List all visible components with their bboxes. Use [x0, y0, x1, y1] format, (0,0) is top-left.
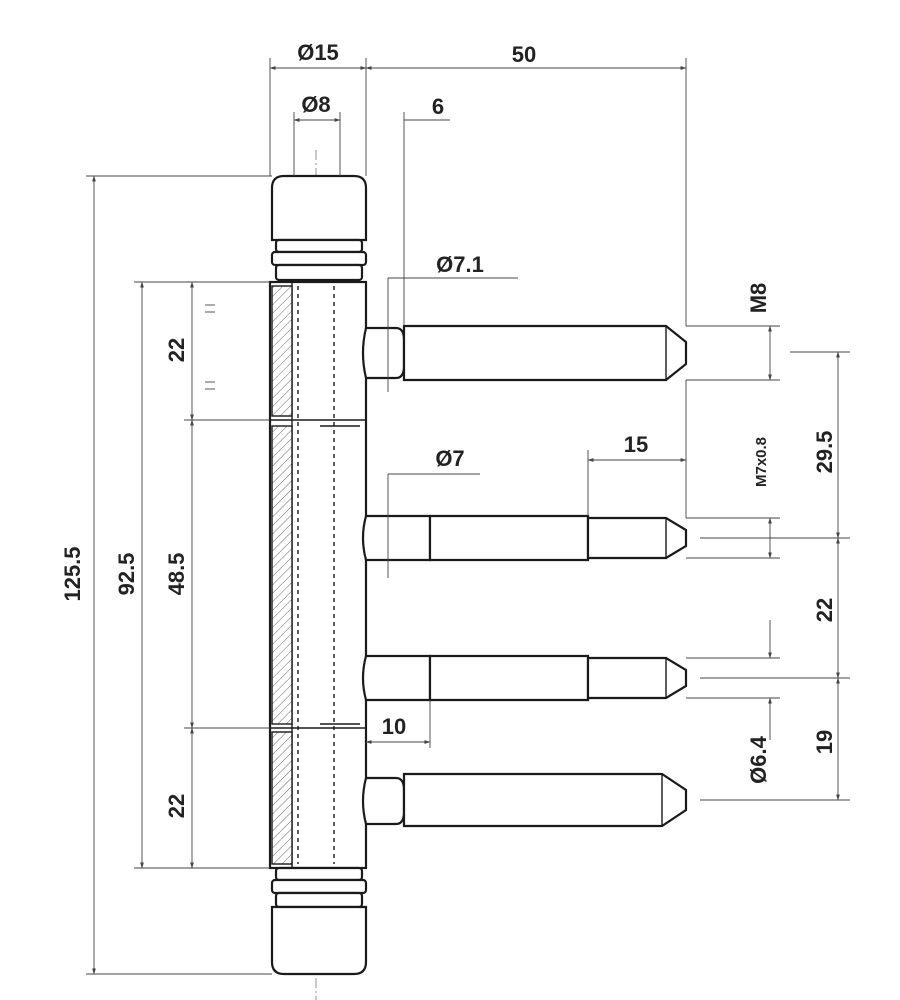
- bottom-cap: [270, 905, 368, 976]
- label-thread-mid: M7x0.8: [753, 437, 770, 487]
- label-pin-bottom-diameter: Ø6.4: [746, 735, 771, 783]
- top-collar-2: [270, 250, 368, 267]
- label-total-length: 50: [512, 42, 536, 67]
- label-spacing-3: 19: [812, 730, 837, 754]
- label-spacing-2: 22: [812, 598, 837, 622]
- label-pin2-diameter: Ø7: [435, 446, 464, 471]
- top-collar-3: [274, 263, 364, 282]
- label-shoulder: 10: [382, 714, 406, 739]
- hatch-mid: [271, 425, 293, 725]
- label-top-leaf: 22: [164, 338, 189, 362]
- label-spacing-1: 29.5: [812, 431, 837, 474]
- bottom-collar-2: [270, 878, 368, 895]
- pin-3: [361, 654, 688, 702]
- label-thread-length: 15: [624, 432, 648, 457]
- pin-2: [361, 514, 688, 562]
- label-hinge-height: 92.5: [114, 553, 139, 596]
- label-pin-diameter: Ø15: [297, 40, 339, 65]
- hinge-body: [268, 174, 368, 976]
- label-pin1-diameter: Ø7.1: [436, 252, 484, 277]
- dimension-lines: [86, 58, 850, 975]
- pin-4: [361, 772, 688, 828]
- label-inner-diameter: Ø8: [301, 92, 330, 117]
- label-offset: 6: [432, 94, 444, 119]
- bottom-collar-1: [274, 866, 364, 882]
- label-thread-top: M8: [746, 283, 771, 314]
- top-cap: [270, 174, 368, 242]
- hatch-top: [271, 285, 293, 417]
- hatch-bottom: [271, 731, 293, 865]
- pin-1: [361, 324, 688, 382]
- dimension-labels: Ø15 50 Ø8 6 Ø7.1 Ø7 15 10 M8 M7x0.8 Ø6.4…: [60, 40, 837, 818]
- label-middle-leaf: 48.5: [164, 553, 189, 596]
- label-overall-height: 125.5: [60, 546, 85, 601]
- bottom-collar-3: [274, 891, 364, 909]
- top-collar-1: [274, 238, 364, 254]
- label-bottom-leaf: 22: [164, 794, 189, 818]
